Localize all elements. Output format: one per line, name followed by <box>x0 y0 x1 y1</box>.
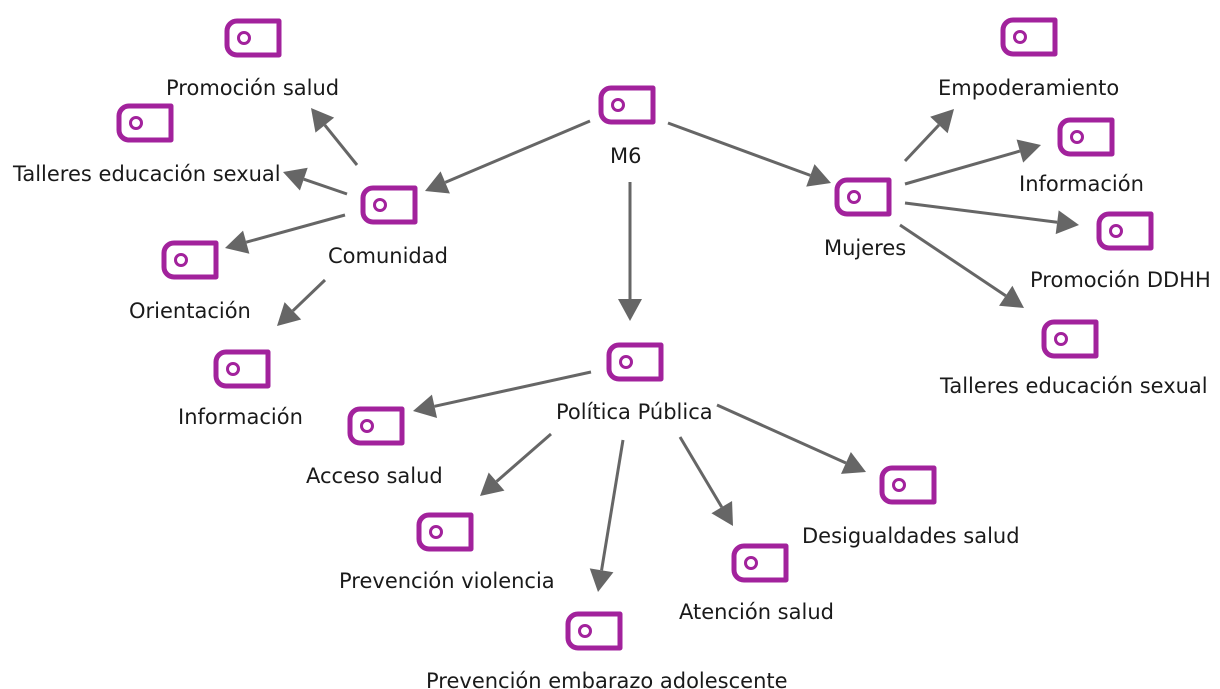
edge-line <box>444 119 591 184</box>
arrowhead <box>283 167 308 191</box>
node-label-informacion-comunidad: Información <box>178 405 303 429</box>
arrowhead <box>413 394 438 419</box>
edge-line <box>716 403 847 465</box>
node-icon <box>213 349 271 389</box>
arrowhead <box>311 108 335 133</box>
arrowhead <box>930 109 954 134</box>
node-label-talleres-comunidad: Talleres educación sexual <box>13 162 281 186</box>
node-icon <box>360 185 418 225</box>
node-label-empoderamiento: Empoderamiento <box>938 76 1120 100</box>
node-label-politica-publica: Política Pública <box>556 400 713 424</box>
node-label-orientacion: Orientación <box>129 299 251 323</box>
node-icon <box>161 240 219 280</box>
node-icon <box>1000 17 1058 57</box>
edge-line <box>904 201 1058 224</box>
arrowhead <box>999 285 1024 308</box>
node-label-mujeres: Mujeres <box>824 236 907 260</box>
edge-line <box>678 436 724 508</box>
edge-line <box>903 123 941 163</box>
node-label-informacion-mujeres: Información <box>1019 172 1144 196</box>
arrowhead <box>480 472 505 496</box>
edge-line <box>495 432 552 483</box>
node-icon <box>347 406 405 446</box>
edge-line <box>600 439 625 571</box>
node-icon <box>1041 319 1099 359</box>
arrowhead <box>841 452 866 474</box>
node-label-comunidad: Comunidad <box>328 244 448 268</box>
edge-line <box>291 278 327 312</box>
node-label-promocion-ddhh: Promoción DDHH <box>1030 268 1211 292</box>
node-label-prevencion-violencia: Prevención violencia <box>339 569 555 593</box>
node-label-prevencion-embarazo: Prevención embarazo adolescente <box>426 669 788 689</box>
node-icon <box>834 177 892 217</box>
node-icon <box>1096 211 1154 251</box>
arrowhead <box>618 299 642 321</box>
edge-line <box>323 124 359 166</box>
node-label-desigualdades-salud: Desigualdades salud <box>802 524 1020 548</box>
arrowhead <box>225 230 250 254</box>
node-icon <box>224 18 282 58</box>
edge-line <box>303 177 348 196</box>
edge-line <box>245 213 346 244</box>
edge-line <box>899 223 1007 298</box>
arrowhead <box>806 164 831 187</box>
node-label-promocion-salud: Promoción salud <box>166 76 340 100</box>
node-icon <box>879 465 937 505</box>
edge-line <box>434 370 592 408</box>
node-icon <box>416 512 474 552</box>
arrowhead <box>1055 210 1079 235</box>
node-label-talleres-mujeres: Talleres educación sexual <box>940 374 1208 398</box>
node-icon <box>606 342 664 382</box>
edge-line <box>904 149 1021 186</box>
edge-line <box>667 121 811 177</box>
arrowhead <box>277 302 302 326</box>
arrowhead <box>1016 139 1041 163</box>
node-label-m6: M6 <box>610 144 642 168</box>
arrowhead <box>425 171 450 194</box>
node-icon <box>565 611 623 651</box>
node-icon <box>1057 117 1115 157</box>
node-icon <box>116 103 174 143</box>
node-icon <box>598 85 656 125</box>
node-label-acceso-salud: Acceso salud <box>306 464 443 488</box>
node-label-atencion-salud: Atención salud <box>679 600 834 624</box>
node-icon <box>731 543 789 583</box>
arrowhead <box>589 568 614 592</box>
arrowhead <box>711 500 733 526</box>
